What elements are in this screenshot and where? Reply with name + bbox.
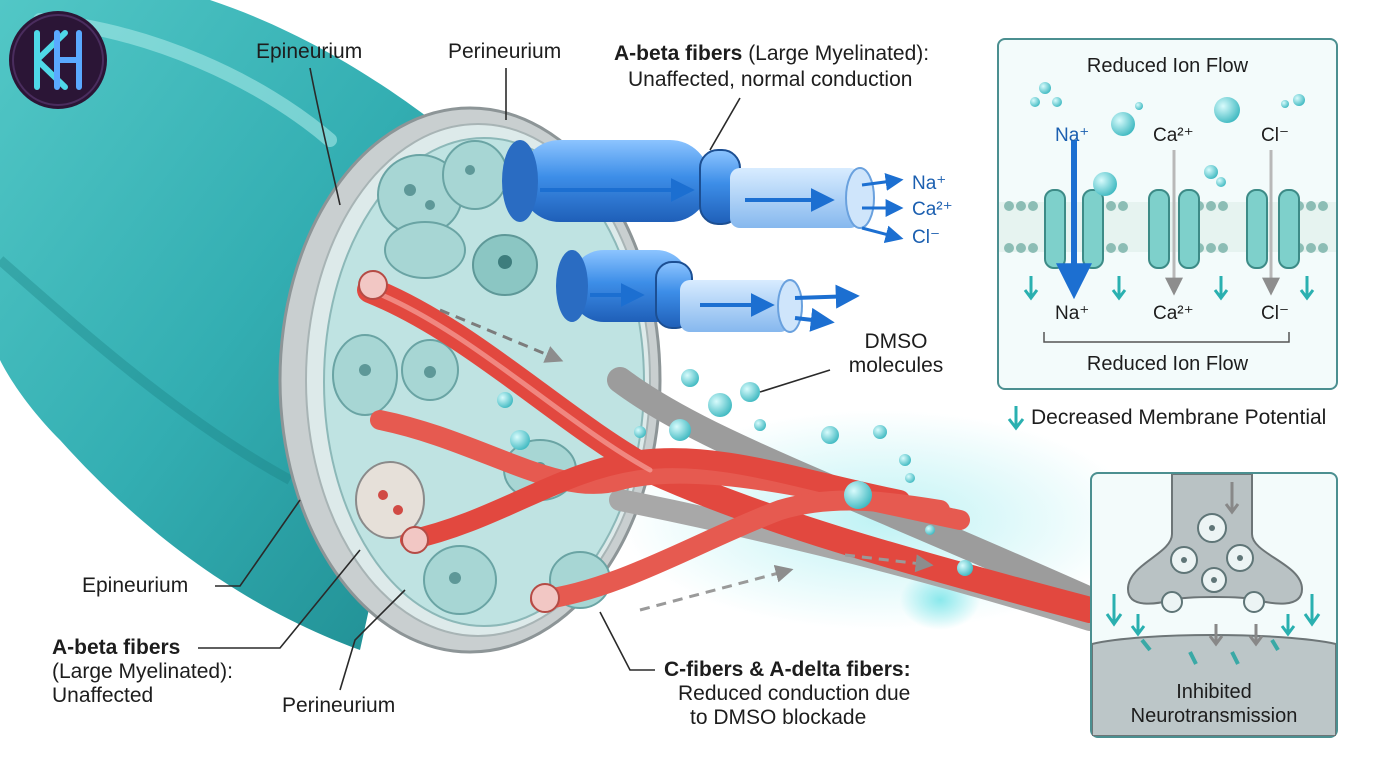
cfibers-line2: Reduced conduction due	[678, 682, 911, 705]
dmso-line1: DMSO	[864, 330, 928, 353]
abeta-bottom-line2: (Large Myelinated):	[52, 660, 233, 683]
abeta-top-line2: Unaffected, normal conduction	[628, 68, 913, 91]
dmso-label: DMSO molecules	[836, 330, 956, 378]
membrane-potential-note: Decreased Membrane Potential	[1031, 406, 1327, 429]
down-arrow-icon	[1007, 406, 1025, 431]
ion-panel-bottom-na: Na⁺	[1055, 303, 1090, 324]
abeta-top-rest: (Large Myelinated):	[742, 42, 930, 65]
abeta-top-title: A-beta fibers (Large Myelinated):	[614, 42, 929, 66]
ion-ca-label: Ca²⁺	[912, 199, 953, 220]
ion-panel-title: Reduced Ion Flow	[1086, 55, 1249, 77]
abeta-bottom-line3: Unaffected	[52, 684, 154, 707]
synapse-line2: Neurotransmission	[1130, 705, 1298, 727]
cfibers-line3: to DMSO blockade	[690, 706, 867, 729]
cfibers-line1: C-fibers & A-delta fibers:	[664, 658, 911, 681]
ion-panel-top-na: Na⁺	[1055, 125, 1090, 146]
synapse-illustration	[1092, 474, 1336, 736]
ion-panel-top-cl: Cl⁻	[1261, 125, 1289, 146]
ion-panel-top-ca: Ca²⁺	[1153, 125, 1194, 146]
ion-panel-bottom-ca: Ca²⁺	[1153, 303, 1194, 324]
a-beta-fiber-top	[502, 140, 904, 244]
synapse-panel: Inhibited Neurotransmission	[1090, 472, 1338, 738]
ion-panel-footer: Reduced Ion Flow	[1086, 353, 1249, 375]
dmso-molecules	[497, 369, 973, 576]
ion-flow-panel: Reduced Ion Flow Na⁺ Ca²⁺ Cl⁻ Na⁺ Ca²⁺ C…	[997, 38, 1338, 390]
perineurium-top-label: Perineurium	[448, 40, 562, 63]
abeta-bottom-line1: A-beta fibers	[52, 636, 181, 659]
fascicles	[332, 140, 611, 615]
c-fibers	[357, 277, 1103, 623]
kh-monogram-logo	[9, 11, 107, 109]
a-beta-fiber-middle	[556, 250, 860, 333]
abeta-top-bold: A-beta fibers	[614, 42, 743, 65]
ion-cl-label: Cl⁻	[912, 227, 940, 248]
membrane-illustration	[999, 82, 1336, 343]
ion-na-label: Na⁺	[912, 173, 947, 194]
cfibers-label: C-fibers & A-delta fibers: Reduced condu…	[664, 658, 911, 730]
epineurium-top-label: Epineurium	[256, 40, 363, 63]
leader-lines	[198, 67, 831, 691]
ion-panel-bottom-cl: Cl⁻	[1261, 303, 1289, 324]
abeta-bottom-label: A-beta fibers (Large Myelinated): Unaffe…	[52, 636, 233, 708]
synapse-line1: Inhibited	[1176, 681, 1252, 703]
perineurium-bottom-label: Perineurium	[282, 694, 396, 717]
kh-logo-icon	[12, 14, 104, 106]
epineurium-bottom-label: Epineurium	[82, 574, 189, 597]
dmso-line2: molecules	[848, 354, 944, 377]
